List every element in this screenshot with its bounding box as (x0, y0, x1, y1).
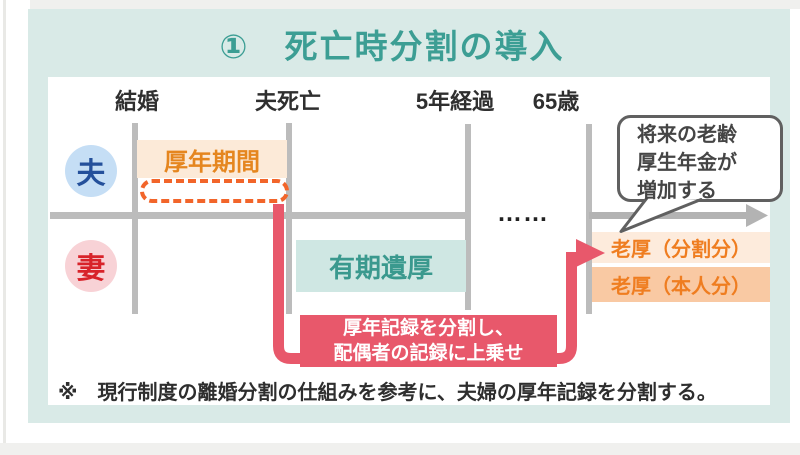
speech-bubble-tail (619, 196, 703, 233)
bubble-line-2: 厚生年金が (637, 152, 737, 174)
timeline-label-age65: 65歳 (532, 89, 580, 114)
wife-badge: 妻 (65, 240, 117, 292)
timeline-label-five-years: 5年経過 (415, 89, 495, 114)
bubble-line-1: 将来の老齢 (637, 124, 737, 146)
rouko-own-label: 老厚（本人分） (611, 276, 751, 298)
page-title: ① 死亡時分割の導入 (219, 28, 565, 65)
split-callout-line-2: 配偶者の記録に上乗せ (333, 343, 524, 364)
timeline-label-husband-death: 夫死亡 (254, 89, 322, 114)
bubble-line-3: 増加する (637, 180, 717, 202)
split-callout-line-1: 厚年記録を分割し、 (342, 318, 514, 339)
split-callout-box: 厚年記録を分割し、 配偶者の記録に上乗せ (300, 315, 557, 367)
timeline-label-marriage: 結婚 (114, 89, 160, 114)
left-edge-divider (3, 0, 6, 443)
kounen-period-label: 厚年期間 (164, 148, 260, 176)
rouko-split-label: 老厚（分割分） (611, 239, 751, 261)
footnote: ※ 現行制度の離婚分割の仕組みを参考に、夫婦の厚年記録を分割する。 (58, 382, 717, 404)
timeline-ellipsis: …… (497, 199, 549, 227)
husband-badge: 夫 (65, 145, 117, 197)
yuki-ikou-label: 有期遺厚 (328, 252, 433, 283)
rouko-split-box: 老厚（分割分） (592, 232, 770, 263)
top-page-strip (30, 0, 800, 9)
bottom-page-strip (0, 443, 800, 455)
wife-label: 妻 (76, 253, 106, 285)
bubble-text: 将来の老齢 厚生年金が 増加する (637, 121, 737, 205)
kounen-period-box: 厚年期間 (137, 140, 287, 178)
yuki-ikou-box: 有期遺厚 (296, 240, 466, 292)
rouko-own-box: 老厚（本人分） (592, 267, 770, 302)
kounen-split-dotted-box (140, 179, 289, 203)
husband-label: 夫 (76, 158, 106, 190)
timeline-arrowhead-icon (746, 204, 768, 227)
split-connector-arrowhead-icon (576, 239, 605, 267)
